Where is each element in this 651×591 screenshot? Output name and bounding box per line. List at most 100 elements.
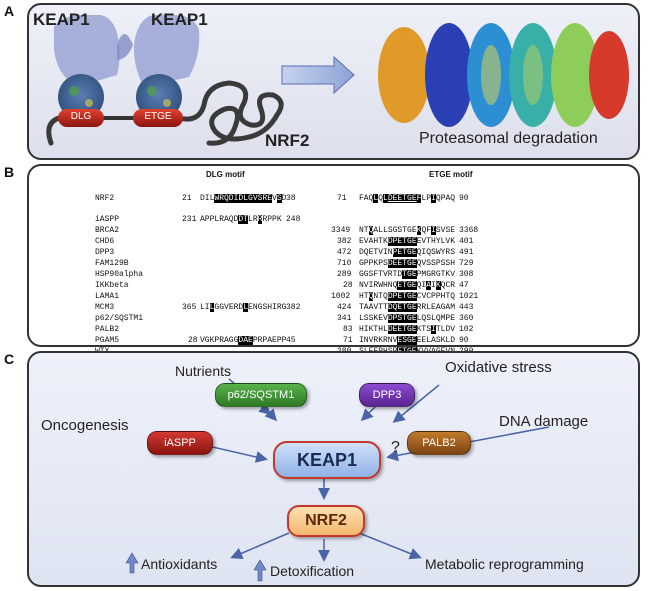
arrow-nrf2-metabolic xyxy=(358,532,422,560)
row-etge-start: 71 xyxy=(337,194,347,203)
row-dlg-seq: VGKPRAGGDAEPRPAEPP xyxy=(200,336,287,345)
up-arrow-antioxidants xyxy=(125,552,139,574)
row-name: LAMA1 xyxy=(95,292,120,301)
row-etge-seq: INVRKRNVESGEEELASKLD xyxy=(359,336,456,345)
dlg-motif-header: DLG motif xyxy=(206,170,245,179)
palb2-node: PALB2 xyxy=(407,431,471,455)
keap1-left-kelch-domain xyxy=(58,74,104,120)
row-etge-start: 28 xyxy=(343,281,353,290)
row-etge-seq: EVAHTKDPETGEEVTHYLVK xyxy=(359,237,456,246)
row-etge-end: 443 xyxy=(459,303,474,312)
etge-pill xyxy=(133,109,183,127)
row-name: FAM129B xyxy=(95,259,129,268)
row-dlg-start: 365 xyxy=(182,303,197,312)
nrf2-node: NRF2 xyxy=(287,505,365,537)
row-dlg-end: 45 xyxy=(286,336,296,345)
unknown-mechanism-mark: ? xyxy=(391,439,400,456)
iaspp-node: iASPP xyxy=(147,431,213,455)
row-dlg-seq: DILWRQDIDLGVSREVSD xyxy=(200,194,287,203)
detoxification-label: Detoxification xyxy=(270,563,355,579)
row-etge-start: 71 xyxy=(343,336,353,345)
row-name: BRCA2 xyxy=(95,226,120,235)
row-dlg-end: 382 xyxy=(286,303,301,312)
row-name: p62/SQSTM1 xyxy=(95,314,144,323)
row-etge-end: 90 xyxy=(459,194,469,203)
row-etge-seq: GPPKPSDEETGEQVSSPSSH xyxy=(359,259,456,268)
nutrients-label: Nutrients xyxy=(175,363,232,379)
row-name: HSP90alpha xyxy=(95,270,144,279)
row-etge-seq: DQETVINPETGEQIQSWYRS xyxy=(359,248,456,257)
row-etge-start: 472 xyxy=(337,248,352,257)
row-etge-start: 83 xyxy=(343,325,353,334)
row-dlg-seq: APPLRAQDDTLRRRPPK xyxy=(200,215,282,224)
row-etge-end: 1021 xyxy=(459,292,479,301)
row-etge-end: 491 xyxy=(459,248,474,257)
row-etge-seq: HIKTHLDEETGEKTSITLDV xyxy=(359,325,456,334)
row-etge-start: 710 xyxy=(337,259,352,268)
dlg-pill xyxy=(58,109,104,127)
row-name: IKKbeta xyxy=(95,281,129,290)
keap1-nrf2-structure-illustration xyxy=(46,15,629,146)
row-dlg-start: 21 xyxy=(182,194,192,203)
row-etge-seq: GGSFTVRTDTGEPMGRGTKV xyxy=(359,270,456,279)
row-etge-start: 424 xyxy=(337,303,352,312)
keap1-left-label: KEAP1 xyxy=(33,10,90,29)
etge-label: ETGE xyxy=(144,111,172,122)
row-name: MCM3 xyxy=(95,303,115,312)
row-name: PALB2 xyxy=(95,325,120,334)
up-arrow-detoxification xyxy=(253,559,267,582)
keap1-node: KEAP1 xyxy=(273,441,381,479)
row-name: CHD6 xyxy=(95,237,115,246)
antioxidants-label: Antioxidants xyxy=(141,556,218,572)
dlg-label: DLG xyxy=(70,111,92,122)
dpp3-node: DPP3 xyxy=(359,383,415,407)
p62-sqstm1-node: p62/SQSTM1 xyxy=(215,383,307,407)
row-name: DPP3 xyxy=(95,248,115,257)
row-etge-end: 47 xyxy=(459,281,469,290)
row-dlg-end: 38 xyxy=(286,194,296,203)
row-etge-seq: NTQALLSGSTGEKQFISVSE xyxy=(359,226,456,235)
panel-letter-b: B xyxy=(4,164,15,180)
keap1-right-body xyxy=(133,15,200,87)
row-etge-start: 1002 xyxy=(331,292,351,301)
row-etge-end: 3368 xyxy=(459,226,479,235)
row-etge-start: 382 xyxy=(337,237,352,246)
proteasome-structure xyxy=(378,23,629,127)
row-name: NRF2 xyxy=(95,194,115,203)
row-etge-seq: FAQLQLDEETGEFLPIQPAQ xyxy=(359,194,456,203)
oncogenesis-label: Oncogenesis xyxy=(41,417,129,434)
row-etge-end: 729 xyxy=(459,259,474,268)
panel-letter-c: C xyxy=(4,351,15,367)
row-dlg-start: 28 xyxy=(188,336,198,345)
nrf2-chain xyxy=(176,80,284,146)
row-etge-seq: LSSKEVDPSTGELQSLQMPE xyxy=(359,314,456,323)
row-etge-end: 90 xyxy=(459,336,469,345)
panel-b-alignment: DLG motif ETGE motif NRF2 21 DILWRQDIDLG… xyxy=(27,164,640,356)
keap1-right-label: KEAP1 xyxy=(151,10,208,29)
dna-damage-label: DNA damage xyxy=(499,413,589,430)
row-etge-seq: NVIRWHNQETGEQIAIKQCR xyxy=(359,281,456,290)
arrow-oxidative-keap1 xyxy=(392,384,440,423)
oxidative-stress-label: Oxidative stress xyxy=(445,359,552,376)
keap1-left-body xyxy=(54,15,120,87)
row-etge-end: 308 xyxy=(459,270,474,279)
row-name: iASPP xyxy=(95,215,120,224)
arrow-nrf2-antioxidants xyxy=(230,532,290,559)
row-etge-end: 360 xyxy=(459,314,474,323)
degradation-arrow xyxy=(281,55,355,95)
row-dlg-end: 248 xyxy=(286,215,301,224)
row-etge-end: 401 xyxy=(459,237,474,246)
row-etge-start: 341 xyxy=(337,314,352,323)
row-etge-seq: TAAVTTDQETGERRLEAGAM xyxy=(359,303,456,312)
row-etge-seq: HTQNTQDPETGECVCPPHTQ xyxy=(359,292,456,301)
keap1-right-kelch-domain xyxy=(136,74,182,120)
panel-a-structure: KEAP1 KEAP1 DLG ETGE NRF2 Proteasomal de… xyxy=(27,3,640,160)
nrf2-label: NRF2 xyxy=(265,131,310,150)
row-dlg-start: 231 xyxy=(182,215,197,224)
row-etge-end: 102 xyxy=(459,325,474,334)
proteasome-caption: Proteasomal degradation xyxy=(419,130,598,147)
panel-c-pathway: Nutrients Oxidative stress Oncogenesis D… xyxy=(27,351,640,587)
panel-letter-a: A xyxy=(4,3,15,19)
row-name: PGAM5 xyxy=(95,336,120,345)
row-etge-start: 289 xyxy=(337,270,352,279)
